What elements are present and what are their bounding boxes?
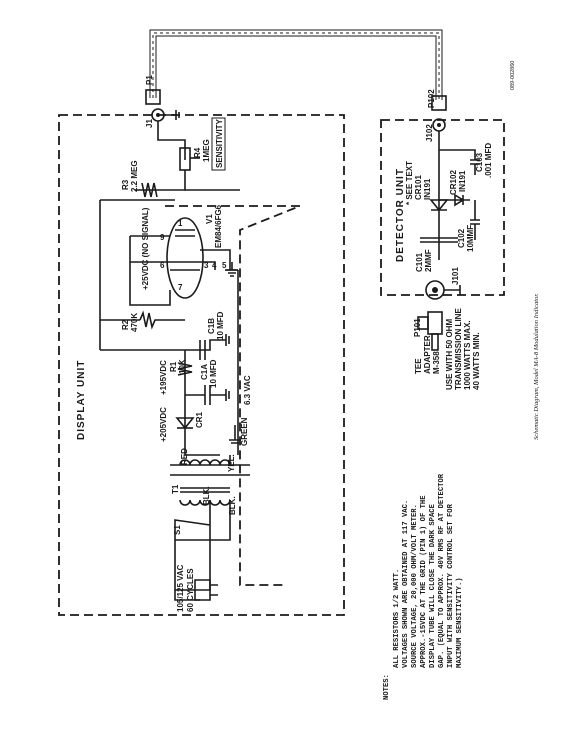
tee-adapter-line-1: TEE [414,358,423,374]
note-line-8: MAXIMUM SENSITIVITY.) [456,577,464,668]
line-note-4: 40 WATTS MIN. [472,332,481,390]
b-plus-195: +195VDC [159,360,168,395]
note-line-4: APPROX.-15VDC AT THE GRID (PIN 1) OF THE [420,495,428,668]
note-line-1: ALL RESISTORS 1/2 WATT. [393,569,401,668]
c1a-label: C1A [200,364,209,380]
r1-value: 10K [178,359,187,374]
note-line-2: VOLTAGES SHOWN ARE OBTAINED AT 117 VAC. [402,500,410,668]
pin-4: 4 [212,261,217,270]
j1-label: J1 [145,119,154,128]
r1-label: R1 [169,361,178,372]
notes-heading: NOTES: [383,674,391,700]
wire-red: RED [180,448,189,465]
j102-label: J102 [425,124,434,142]
line-note-2: TRANSMISSION LINE [454,308,463,390]
cr102-type: IN191 [458,170,467,192]
mains-frequency: 60 CYCLES [186,568,195,612]
see-text-note: * SEE TEXT [405,161,414,205]
wire-yel: YEL. [227,454,236,472]
note-line-6: GAP. (EQUAL TO APPROX. 40V RMS RF AT DET… [438,473,446,668]
wire-blk-2: BLK. [228,496,237,515]
document-id: 089-002860 [510,61,516,90]
detector-unit-label: DETECTOR UNIT [395,168,406,262]
note-line-3: SOURCE VOLTAGE, 20,000 OHM/VOLT METER. [411,504,419,668]
sensitivity-control: SENSITIVITY [211,117,226,171]
t1-label: T1 [171,484,180,494]
pin-5: 5 [222,261,227,270]
c102-label: C102 [457,228,466,248]
c1a-value: 10 MFD [209,359,218,388]
line-note-3: 1000 WATTS MAX. [463,320,472,390]
cr101-type: IN191 [423,178,432,200]
note-line-7: INPUT WITH SENSITIVITY CONTROL SET FOR [447,503,455,668]
display-unit-boundary [58,114,345,616]
c1b-value: 10 MFD [216,311,225,340]
pin-9: 9 [160,233,165,242]
cr1-label: CR1 [195,411,204,428]
r2-value: 470K [130,313,139,332]
v1-label: V1 [205,214,214,224]
svg-text:SENSITIVITY: SENSITIVITY [215,118,224,168]
c101-label: C101 [415,252,424,272]
pin-6: 6 [160,261,165,270]
c103-label: C103 [475,152,484,172]
p102-label: P102 [427,89,436,108]
heater-voltage: 6.3 VAC [243,375,252,405]
tee-adapter-line-2: ADAPTER [423,335,432,374]
plate-voltage: +25VDC (NO SIGNAL) [141,207,150,290]
pin-1: 1 [178,219,183,228]
tee-adapter-line-3: M-358 [432,351,441,374]
wire-blk-1: BLK. [202,486,211,505]
notes-block: NOTES: ALL RESISTORS 1/2 WATT. VOLTAGES … [383,473,464,700]
line-note-1: USE WITH 50 OHM [445,319,454,390]
p1-label: P1 [145,75,154,85]
v1-type: EM84/6FG6 [214,204,223,248]
c102-value: 10MMF [466,225,475,252]
c103-value: .001 MFD [484,143,493,178]
cr102-label: CR102 [449,170,458,195]
note-line-5: DISPLAY TUBE WILL CLOSE THE DARK SPACE [429,503,437,668]
mains-voltage: 105/125 VAC [176,564,185,612]
c101-value: 2MMF [424,249,433,272]
display-wiring [99,121,301,601]
r2-label: R2 [121,319,130,330]
c1b-label: C1B [207,318,216,334]
j101-label: J101 [451,267,460,285]
pin-3: 3 [204,261,209,270]
b-plus-205: +205VDC [159,407,168,442]
detector-wiring [420,118,480,300]
tee-adapter-icon [417,311,443,351]
r4-label: R4 [193,147,202,158]
wire-green: GREEN [240,417,249,446]
r3-value: 2.2 MEG [130,160,139,192]
j1-jack [151,108,180,122]
pin-7: 7 [178,283,183,292]
r3-label: R3 [121,179,130,190]
coax-cable [145,29,447,111]
schematic-caption: Schematic Diagram, Model MA-8 Modulation… [533,293,540,440]
s1-label: S1 [173,525,182,535]
r4-value: 1MEG [202,139,211,162]
display-unit-label: DISPLAY UNIT [76,360,87,440]
cr101-label: CR101 [414,175,423,200]
